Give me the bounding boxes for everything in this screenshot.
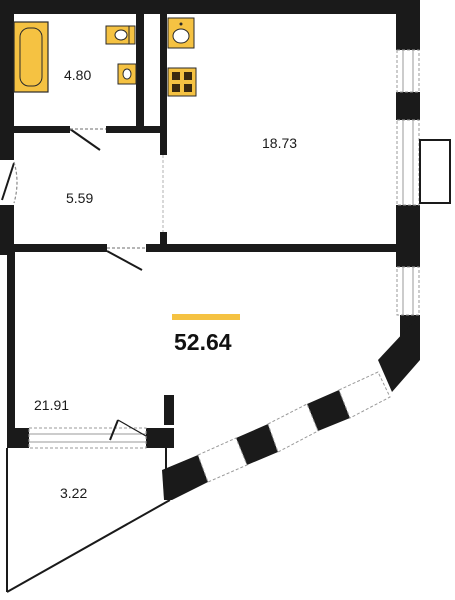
total-area-accent [172, 314, 240, 320]
room-area-balcony: 3.22 [60, 485, 87, 501]
room-area-kitchen-room: 18.73 [262, 135, 297, 151]
door-swing-icon [1, 128, 164, 441]
room-area-hallway: 5.59 [66, 190, 93, 206]
window-mullions [29, 50, 414, 443]
window-icon [28, 49, 420, 483]
sink-icon [117, 63, 137, 85]
total-area-label: 52.64 [174, 329, 232, 355]
toilet-icon [105, 25, 136, 45]
room-area-bathroom: 4.80 [64, 67, 91, 83]
balcony-outline [6, 448, 171, 593]
sink-icon [167, 17, 195, 49]
bathtub-icon [13, 21, 49, 93]
walls [0, 0, 420, 500]
stove-icon [167, 67, 197, 97]
bay-frame [419, 139, 451, 204]
room-area-living-room: 21.91 [34, 397, 69, 413]
